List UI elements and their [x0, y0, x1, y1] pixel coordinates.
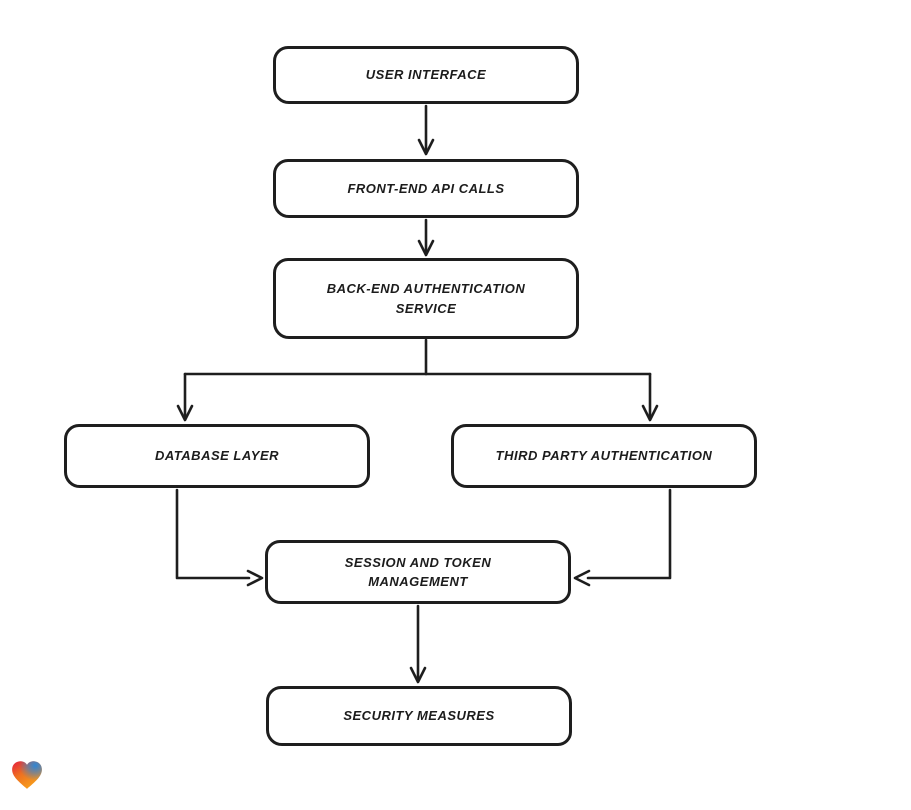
edge-session-to-security: [409, 604, 427, 684]
arrowhead-left-icon: [573, 569, 591, 587]
heart-icon: [12, 761, 42, 789]
node-label: SESSION AND TOKEN MANAGEMENT: [344, 554, 492, 590]
arrowhead-right-icon: [246, 569, 264, 587]
edge-thirdparty-to-session: [573, 488, 672, 587]
node-user-interface[interactable]: USER INTERFACE: [273, 46, 579, 104]
node-label: USER INTERFACE: [365, 67, 487, 83]
node-session-and-token-management[interactable]: SESSION AND TOKEN MANAGEMENT: [265, 540, 571, 604]
node-label: SECURITY MEASURES: [343, 708, 495, 724]
node-label: FRONT-END API CALLS: [347, 180, 505, 196]
edge-line: [175, 488, 251, 580]
node-third-party-authentication[interactable]: THIRD PARTY AUTHENTICATION: [451, 424, 757, 488]
node-database-layer[interactable]: DATABASE LAYER: [64, 424, 370, 488]
arrowhead-down-icon: [176, 404, 194, 422]
arrowhead-down-icon: [417, 138, 435, 156]
arrowhead-down-icon: [409, 666, 427, 684]
node-label: BACK-END AUTHENTICATION SERVICE: [326, 281, 526, 316]
edge-ui-to-frontend: [417, 104, 435, 156]
node-back-end-authentication-service[interactable]: BACK-END AUTHENTICATION SERVICE: [273, 258, 579, 339]
edge-line: [586, 488, 672, 580]
gradient-heart-logo[interactable]: [10, 758, 44, 792]
node-label: DATABASE LAYER: [155, 448, 279, 464]
arrowhead-down-icon: [417, 239, 435, 257]
node-security-measures[interactable]: SECURITY MEASURES: [266, 686, 572, 746]
arrowhead-down-icon: [641, 404, 659, 422]
node-label: THIRD PARTY AUTHENTICATION: [495, 448, 713, 464]
node-front-end-api-calls[interactable]: FRONT-END API CALLS: [273, 159, 579, 218]
edge-database-to-session: [175, 488, 264, 587]
edge-backend-to-branches: [176, 338, 659, 422]
edge-frontend-to-backend: [417, 218, 435, 257]
